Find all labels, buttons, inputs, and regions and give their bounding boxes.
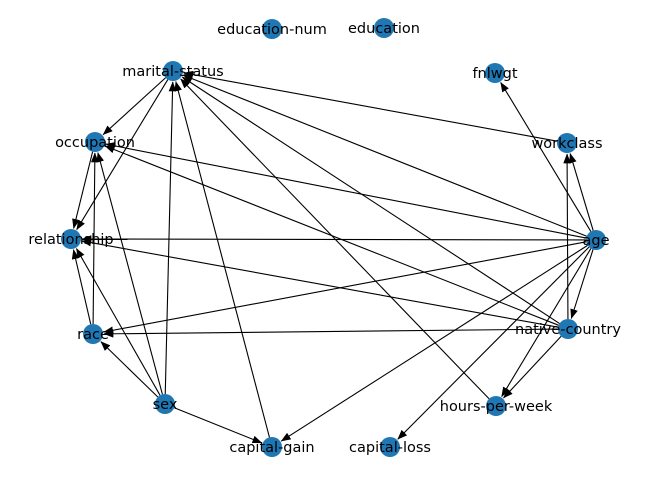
- graph-edge: [174, 407, 263, 444]
- graph-edge: [397, 246, 590, 440]
- graph-edge: [72, 151, 94, 229]
- graph-edge: [81, 238, 559, 328]
- graph-node-marital-status[interactable]: [163, 61, 183, 81]
- graph-node-race[interactable]: [83, 324, 103, 344]
- graph-node-education-num[interactable]: [262, 19, 282, 39]
- graph-edge: [103, 241, 587, 335]
- graph-edge: [71, 249, 92, 325]
- graph-node-workclass[interactable]: [557, 133, 577, 153]
- graph-edge: [500, 81, 592, 232]
- graph-edge: [81, 235, 587, 243]
- graph-edge: [501, 248, 592, 398]
- graph-edge: [180, 78, 490, 400]
- graph-edge: [164, 81, 177, 395]
- graph-node-native-country[interactable]: [558, 319, 578, 339]
- graph-edge: [96, 152, 163, 395]
- graph-node-hours-per-week[interactable]: [486, 396, 506, 416]
- graph-edge: [75, 248, 161, 396]
- graph-node-age[interactable]: [586, 230, 606, 250]
- graph-node-education[interactable]: [374, 18, 394, 38]
- graph-edge: [100, 341, 159, 398]
- graph-edge: [76, 79, 169, 231]
- edges-layer: [71, 70, 594, 444]
- graph-edge: [105, 142, 587, 239]
- graph-edge: [174, 81, 270, 438]
- graph-edge: [569, 153, 594, 231]
- graph-edge: [280, 244, 588, 442]
- graph-node-relationship[interactable]: [61, 229, 81, 249]
- graph-edge: [183, 70, 558, 142]
- graph-node-capital-gain[interactable]: [262, 437, 282, 457]
- graph-node-fnlwgt[interactable]: [485, 63, 505, 83]
- graph-edge: [181, 76, 560, 324]
- graph-edge: [182, 74, 587, 237]
- graph-node-occupation[interactable]: [85, 132, 105, 152]
- graph-node-sex[interactable]: [155, 394, 175, 414]
- graph-edge: [503, 335, 562, 399]
- nodes-layer: [61, 18, 606, 457]
- graph-node-capital-loss[interactable]: [380, 437, 400, 457]
- graph-edge: [102, 77, 166, 136]
- graph-edge: [563, 153, 571, 320]
- graph-edge: [103, 328, 559, 338]
- graph-edge: [570, 249, 594, 320]
